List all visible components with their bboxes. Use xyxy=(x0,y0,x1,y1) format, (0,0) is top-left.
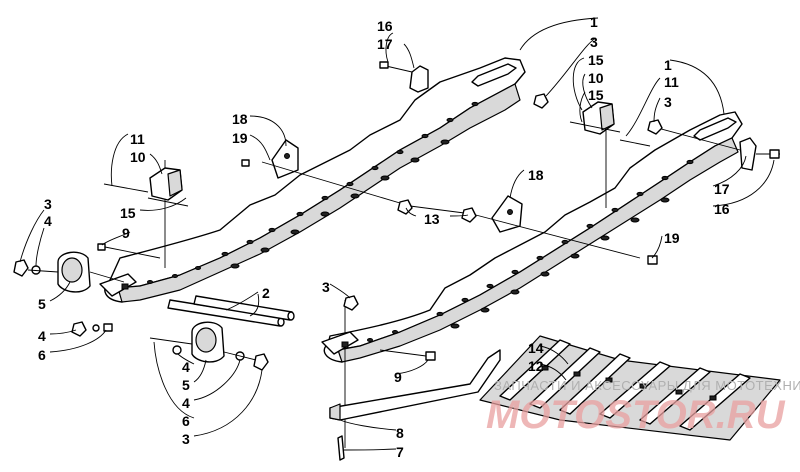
callout-11: 11 xyxy=(130,131,145,147)
callout-9: 9 xyxy=(122,225,130,241)
wear-strip xyxy=(329,349,501,461)
callout-19: 19 xyxy=(232,130,248,146)
callout-15: 15 xyxy=(588,52,604,68)
callout-15: 15 xyxy=(120,205,136,221)
callout-17: 17 xyxy=(714,181,730,197)
callout-5: 5 xyxy=(38,296,46,312)
pivot-bracket-left xyxy=(261,139,411,207)
callout-6: 6 xyxy=(182,413,190,429)
callout-9: 9 xyxy=(394,369,402,385)
left-slide-rail xyxy=(99,57,526,303)
callout-17: 17 xyxy=(377,36,393,52)
callout-6: 6 xyxy=(38,347,46,363)
callout-18: 18 xyxy=(528,167,544,183)
callout-16: 16 xyxy=(714,201,730,217)
callout-2: 2 xyxy=(262,285,270,301)
callout-3: 3 xyxy=(590,34,598,50)
callout-4: 4 xyxy=(182,395,190,411)
callout-3: 3 xyxy=(322,279,330,295)
leader-lines xyxy=(19,17,775,451)
callout-11: 11 xyxy=(664,74,679,90)
pivot-bracket-right xyxy=(409,195,641,259)
callout-16: 16 xyxy=(377,18,393,34)
callout-1: 1 xyxy=(664,57,672,73)
callout-15: 15 xyxy=(588,87,604,103)
callout-3: 3 xyxy=(664,94,672,110)
callout-18: 18 xyxy=(232,111,248,127)
callout-12: 12 xyxy=(528,358,544,374)
watermark: ЗАПЧАСТИ И АКСЕССУАРЫ ДЛЯ МОТОТЕХНИКИ MO… xyxy=(486,378,800,437)
watermark-subtitle: ЗАПЧАСТИ И АКСЕССУАРЫ ДЛЯ МОТОТЕХНИКИ xyxy=(494,378,800,393)
callout-10: 10 xyxy=(588,70,604,86)
callout-5: 5 xyxy=(182,377,190,393)
cross-shafts xyxy=(167,295,295,327)
callout-14: 14 xyxy=(528,340,544,356)
front-bracket-left xyxy=(379,61,429,93)
callout-1: 1 xyxy=(590,14,598,30)
callout-10: 10 xyxy=(130,149,146,165)
idler-wheel-lower xyxy=(149,321,269,371)
idler-wheel-upper xyxy=(13,251,125,293)
callout-13: 13 xyxy=(424,211,440,227)
callout-3: 3 xyxy=(182,431,190,447)
bumper-left xyxy=(103,167,189,207)
callout-4: 4 xyxy=(38,328,46,344)
callout-3: 3 xyxy=(44,196,52,212)
callout-7: 7 xyxy=(396,444,404,460)
bumper-right xyxy=(569,101,651,147)
right-slide-rail xyxy=(321,111,743,448)
callout-19: 19 xyxy=(664,230,680,246)
callout-8: 8 xyxy=(396,425,404,441)
callout-4: 4 xyxy=(182,359,190,375)
watermark-logo: MOTOSTOR.RU xyxy=(486,393,786,437)
track-section xyxy=(479,335,781,441)
callout-4: 4 xyxy=(44,213,52,229)
fasteners xyxy=(71,93,663,361)
